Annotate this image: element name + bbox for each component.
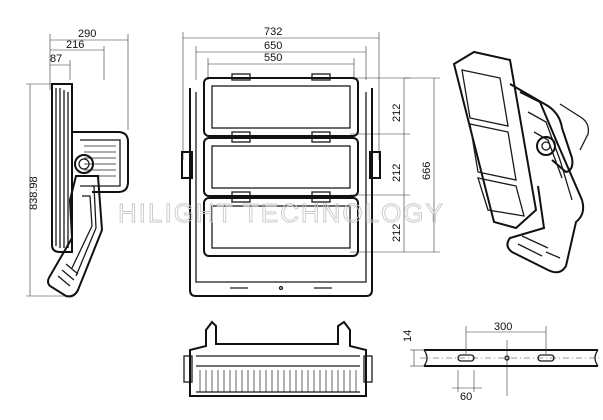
side-dim-mid-depth: 216 bbox=[66, 39, 84, 51]
bottom-view bbox=[183, 320, 373, 397]
front-view: 732 650 550 212 212 212 666 bbox=[181, 26, 440, 297]
isometric-view bbox=[452, 50, 590, 274]
bracket-detail-view: 300 14 60 bbox=[402, 321, 600, 403]
front-dim-total-height: 666 bbox=[421, 162, 433, 180]
front-dim-panel-width: 550 bbox=[264, 52, 282, 64]
bracket-dim-hole-spacing: 300 bbox=[494, 321, 512, 333]
side-view: 290 216 87 838.98 bbox=[26, 28, 129, 298]
watermark-text: HILIGHT TECHNOLOGY bbox=[118, 198, 445, 228]
front-dim-panel-h2: 212 bbox=[391, 164, 403, 182]
side-dim-overall-depth: 290 bbox=[78, 28, 96, 40]
side-dim-front-depth: 87 bbox=[50, 53, 62, 65]
front-dim-bracket-width: 650 bbox=[264, 40, 282, 52]
front-dim-panel-h1: 212 bbox=[391, 104, 403, 122]
side-dim-height: 838.98 bbox=[28, 176, 40, 210]
front-dim-panel-h3: 212 bbox=[391, 224, 403, 242]
front-dim-overall-width: 732 bbox=[264, 26, 282, 38]
bracket-dim-thickness: 14 bbox=[402, 330, 414, 342]
bracket-dim-slot-width: 60 bbox=[460, 391, 472, 403]
